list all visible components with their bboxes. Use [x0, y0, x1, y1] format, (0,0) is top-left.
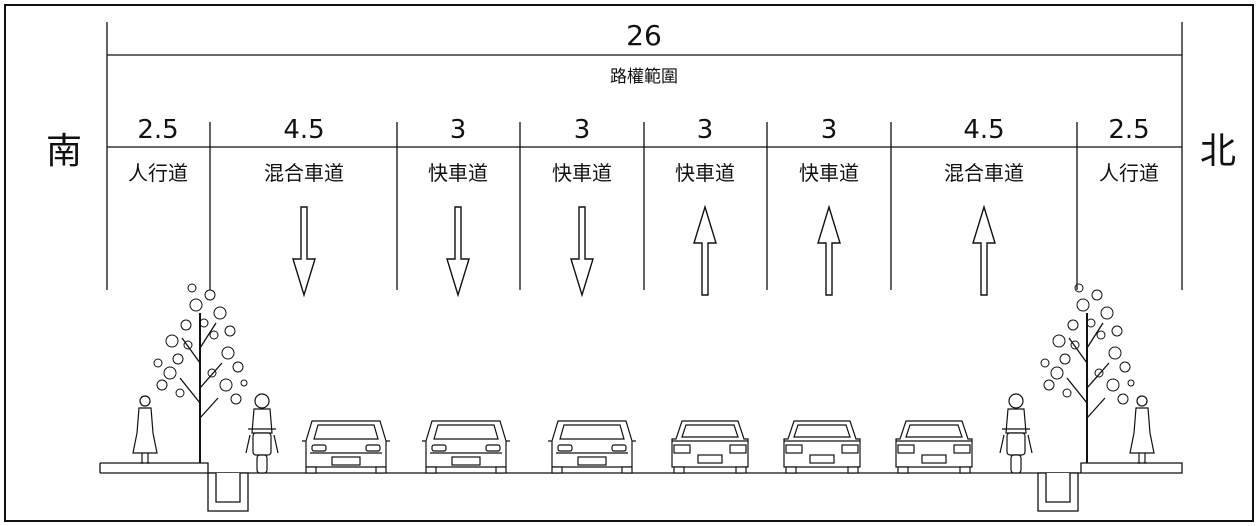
car-front-icon [301, 420, 391, 474]
lane-width: 3 [697, 115, 714, 145]
drain-right [1037, 472, 1079, 512]
vehicles-and-people [132, 283, 1155, 474]
car-rear-icon [783, 420, 861, 474]
lane-name: 快車道 [552, 161, 612, 185]
south-label: 南 [46, 131, 82, 172]
total-width-label: 26 [626, 19, 662, 52]
lane-name: 混合車道 [264, 161, 344, 185]
lane-width: 3 [574, 115, 591, 145]
lane-width: 4.5 [283, 115, 324, 145]
lane-separators [209, 122, 1078, 290]
road-surface [99, 462, 1183, 474]
car-rear-icon [895, 420, 973, 474]
lane-name-labels: 人行道 混合車道 快車道 快車道 快車道 快車道 混合車道 人行道 [128, 161, 1159, 185]
tree-icon [1040, 283, 1135, 464]
lane-width: 4.5 [963, 115, 1004, 145]
lane-width: 2.5 [137, 115, 178, 145]
north-label: 北 [1200, 131, 1236, 172]
pedestrian-icon [132, 395, 158, 464]
lane-width: 2.5 [1108, 115, 1149, 145]
lane-width-labels: 2.5 4.5 3 3 3 3 4.5 2.5 [137, 115, 1149, 145]
arrow-up-icon [693, 206, 717, 296]
lane-name: 混合車道 [944, 161, 1024, 185]
lane-name: 快車道 [799, 161, 859, 185]
drain-left [207, 472, 249, 512]
lane-name: 快車道 [675, 161, 735, 185]
tree-icon [153, 283, 248, 464]
lane-name: 人行道 [1099, 161, 1159, 185]
lane-width: 3 [450, 115, 467, 145]
lane-name: 快車道 [428, 161, 488, 185]
scooter-icon [999, 393, 1033, 474]
arrow-up-icon [817, 206, 841, 296]
car-rear-icon [671, 420, 749, 474]
lane-width: 3 [821, 115, 838, 145]
scooter-icon [245, 393, 279, 474]
pedestrian-icon [1129, 395, 1155, 464]
arrow-down-icon [446, 206, 470, 296]
arrow-up-icon [972, 206, 996, 296]
arrow-down-icon [570, 206, 594, 296]
lane-name: 人行道 [128, 161, 188, 185]
arrow-down-icon [292, 206, 316, 296]
car-front-icon [421, 420, 511, 474]
right-of-way-label: 路權範圍 [610, 67, 678, 87]
car-front-icon [547, 420, 637, 474]
